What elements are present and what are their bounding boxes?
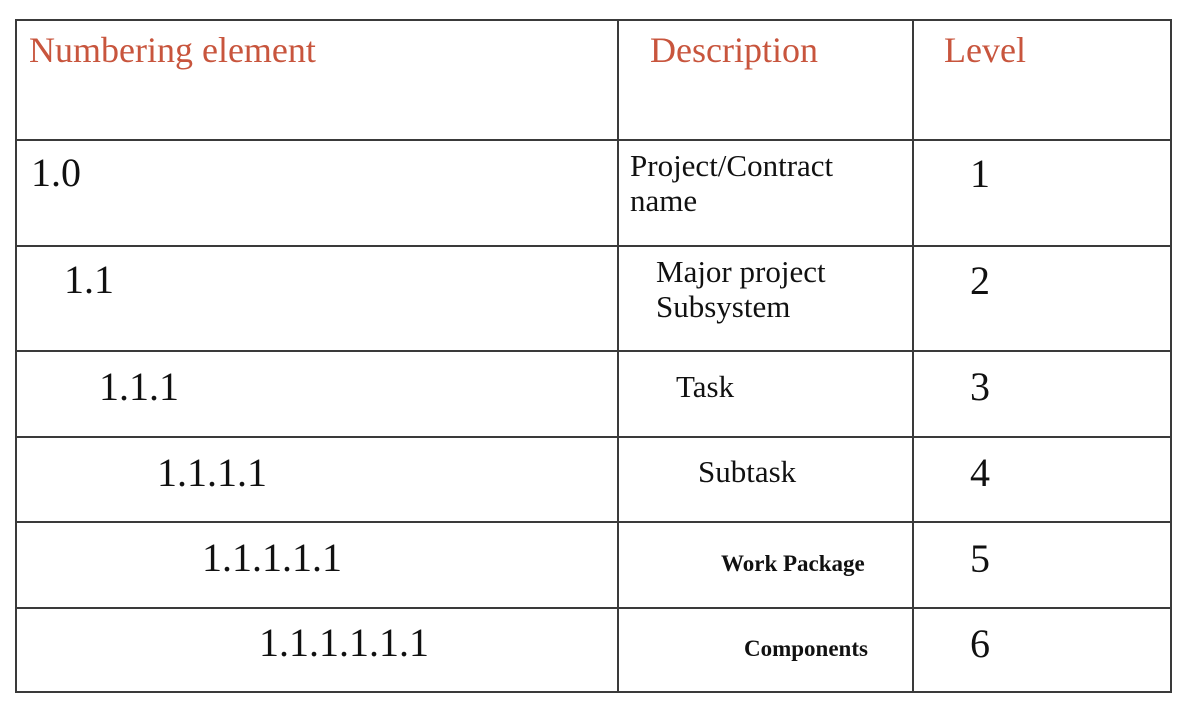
level-cell: 4: [970, 450, 990, 495]
description-cell: Major project Subsystem: [656, 254, 826, 324]
description-line: name: [630, 182, 698, 218]
header-description: Description: [650, 30, 818, 70]
row-divider: [17, 139, 1170, 141]
numbering-element-cell: 1.1.1.1: [157, 450, 267, 495]
numbering-element-cell: 1.1.1.1.1.1: [259, 620, 429, 665]
description-cell: Components: [744, 636, 868, 661]
numbering-element-cell: 1.0: [31, 150, 81, 195]
level-cell: 5: [970, 536, 990, 581]
row-divider: [17, 607, 1170, 609]
numbering-element-cell: 1.1.1: [99, 364, 179, 409]
numbering-element-cell: 1.1: [64, 257, 114, 302]
level-cell: 6: [970, 621, 990, 666]
description-line: Project/Contract: [630, 148, 834, 183]
column-divider: [617, 21, 619, 691]
row-divider: [17, 350, 1170, 352]
description-line: Subsystem: [656, 288, 791, 324]
description-cell: Task: [676, 369, 735, 404]
description-cell: Subtask: [698, 454, 797, 489]
row-divider: [17, 245, 1170, 247]
column-divider: [912, 21, 914, 691]
level-cell: 3: [970, 364, 990, 409]
description-line: Major project: [656, 254, 826, 289]
description-cell: Work Package: [721, 551, 865, 576]
level-cell: 2: [970, 258, 990, 303]
description-cell: Project/Contract name: [630, 148, 834, 218]
row-divider: [17, 521, 1170, 523]
header-numbering-element: Numbering element: [29, 30, 316, 70]
level-cell: 1: [970, 151, 990, 196]
numbering-table: [15, 19, 1172, 693]
numbering-element-cell: 1.1.1.1.1: [202, 535, 342, 580]
header-level: Level: [944, 30, 1026, 70]
row-divider: [17, 436, 1170, 438]
